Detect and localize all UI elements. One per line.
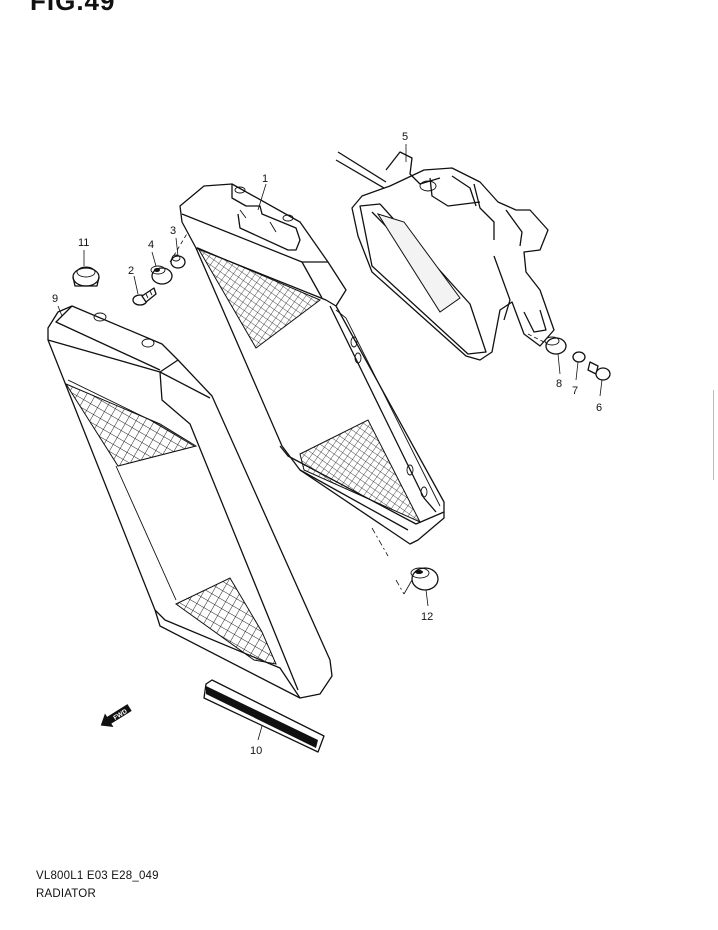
diagram-name: RADIATOR — [36, 888, 96, 900]
cooling-fan-part-5 — [335, 151, 555, 361]
grommet-part-11 — [72, 266, 100, 287]
radiator-part-1 — [179, 183, 445, 545]
callout-8: 8 — [556, 378, 562, 390]
collar-part-7 — [572, 351, 586, 363]
callout-7: 7 — [572, 385, 578, 397]
page-edge-mark — [713, 390, 718, 480]
forward-arrow-icon: FWD — [100, 704, 132, 728]
strip-part-10 — [203, 679, 325, 753]
callout-2: 2 — [128, 265, 134, 277]
radiator-cover-part-9 — [47, 305, 333, 699]
callout-9: 9 — [52, 293, 58, 305]
callout-6: 6 — [596, 402, 602, 414]
callout-11: 11 — [78, 237, 89, 249]
bolt-part-6 — [587, 361, 611, 381]
callout-3: 3 — [170, 225, 176, 237]
callout-12: 12 — [421, 611, 433, 623]
figure-title: FIG.49 — [30, 0, 116, 16]
callout-4: 4 — [148, 239, 154, 251]
callout-10: 10 — [250, 745, 262, 757]
diagram-code: VL800L1 E03 E28_049 — [36, 870, 159, 882]
callout-5: 5 — [402, 131, 408, 143]
cushion-part-4 — [150, 265, 173, 285]
collar-part-3 — [170, 254, 186, 269]
cushion-part-12 — [410, 567, 439, 591]
callout-1: 1 — [262, 173, 268, 185]
bolt-part-2 — [132, 287, 157, 306]
cushion-part-8 — [544, 336, 567, 355]
